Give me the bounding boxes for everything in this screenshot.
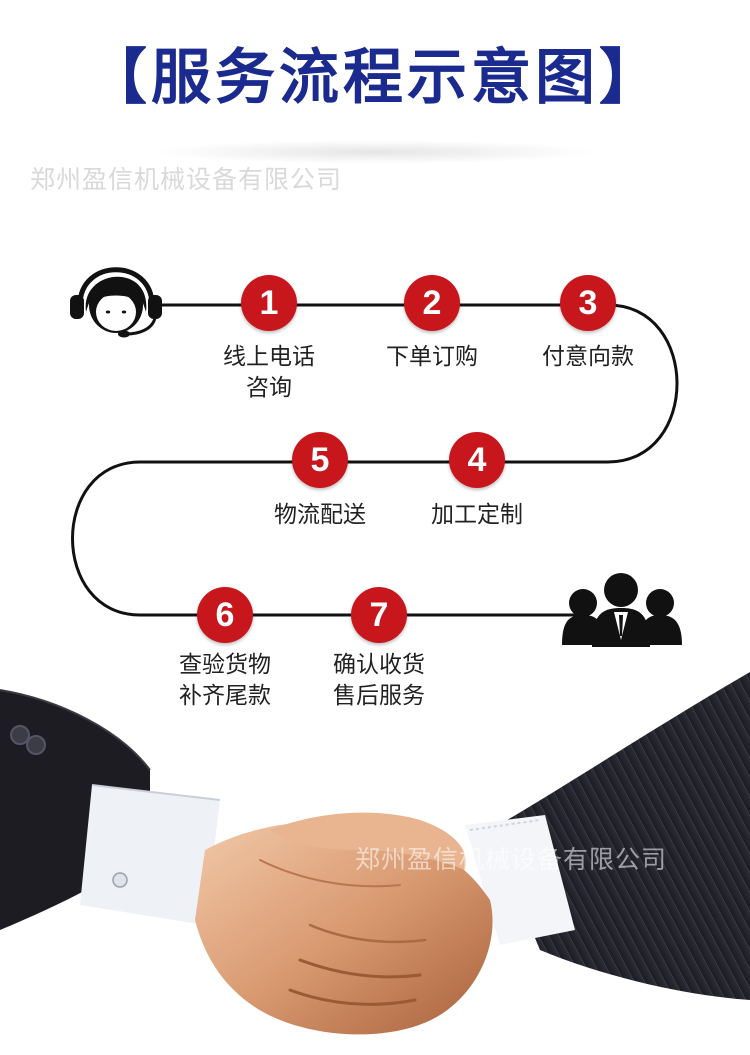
page-title: 【服务流程示意图】 [87,43,663,113]
step-6-circle: 6 [197,587,253,643]
watermark-top: 郑州盈信机械设备有限公司 [30,165,343,194]
step-2-label: 下单订购 [352,342,512,373]
step-7-label-line2: 售后服务 [333,683,425,709]
step-4-label: 加工定制 [397,500,557,531]
step-5-label: 物流配送 [240,500,400,531]
step-2-circle: 2 [404,275,460,331]
customer-service-headset-icon [70,267,162,338]
step-4-label-line1: 加工定制 [431,502,523,528]
step-2-label-line1: 下单订购 [386,344,478,370]
step-1-label-line2: 咨询 [246,375,292,401]
business-team-icon [562,573,682,647]
title-shadow [150,140,600,164]
step-7-label-line1: 确认收货 [333,652,425,678]
step-1-label-line1: 线上电话 [223,344,315,370]
step-5-circle: 5 [292,432,348,488]
step-3-label: 付意向款 [508,342,668,373]
step-6-label-line2: 补齐尾款 [179,683,271,709]
step-1-label: 线上电话 咨询 [189,342,349,404]
step-3-label-line1: 付意向款 [542,344,634,370]
handshake-image [0,672,750,1035]
watermark-bottom: 郑州盈信机械设备有限公司 [355,845,668,874]
step-1-circle: 1 [241,275,297,331]
step-3-circle: 3 [560,275,616,331]
flow-path [71,303,679,617]
step-7-circle: 7 [351,587,407,643]
step-7-label: 确认收货 售后服务 [299,650,459,712]
step-5-label-line1: 物流配送 [274,502,366,528]
step-6-label: 查验货物 补齐尾款 [145,650,305,712]
step-4-circle: 4 [449,432,505,488]
step-6-label-line1: 查验货物 [179,652,271,678]
